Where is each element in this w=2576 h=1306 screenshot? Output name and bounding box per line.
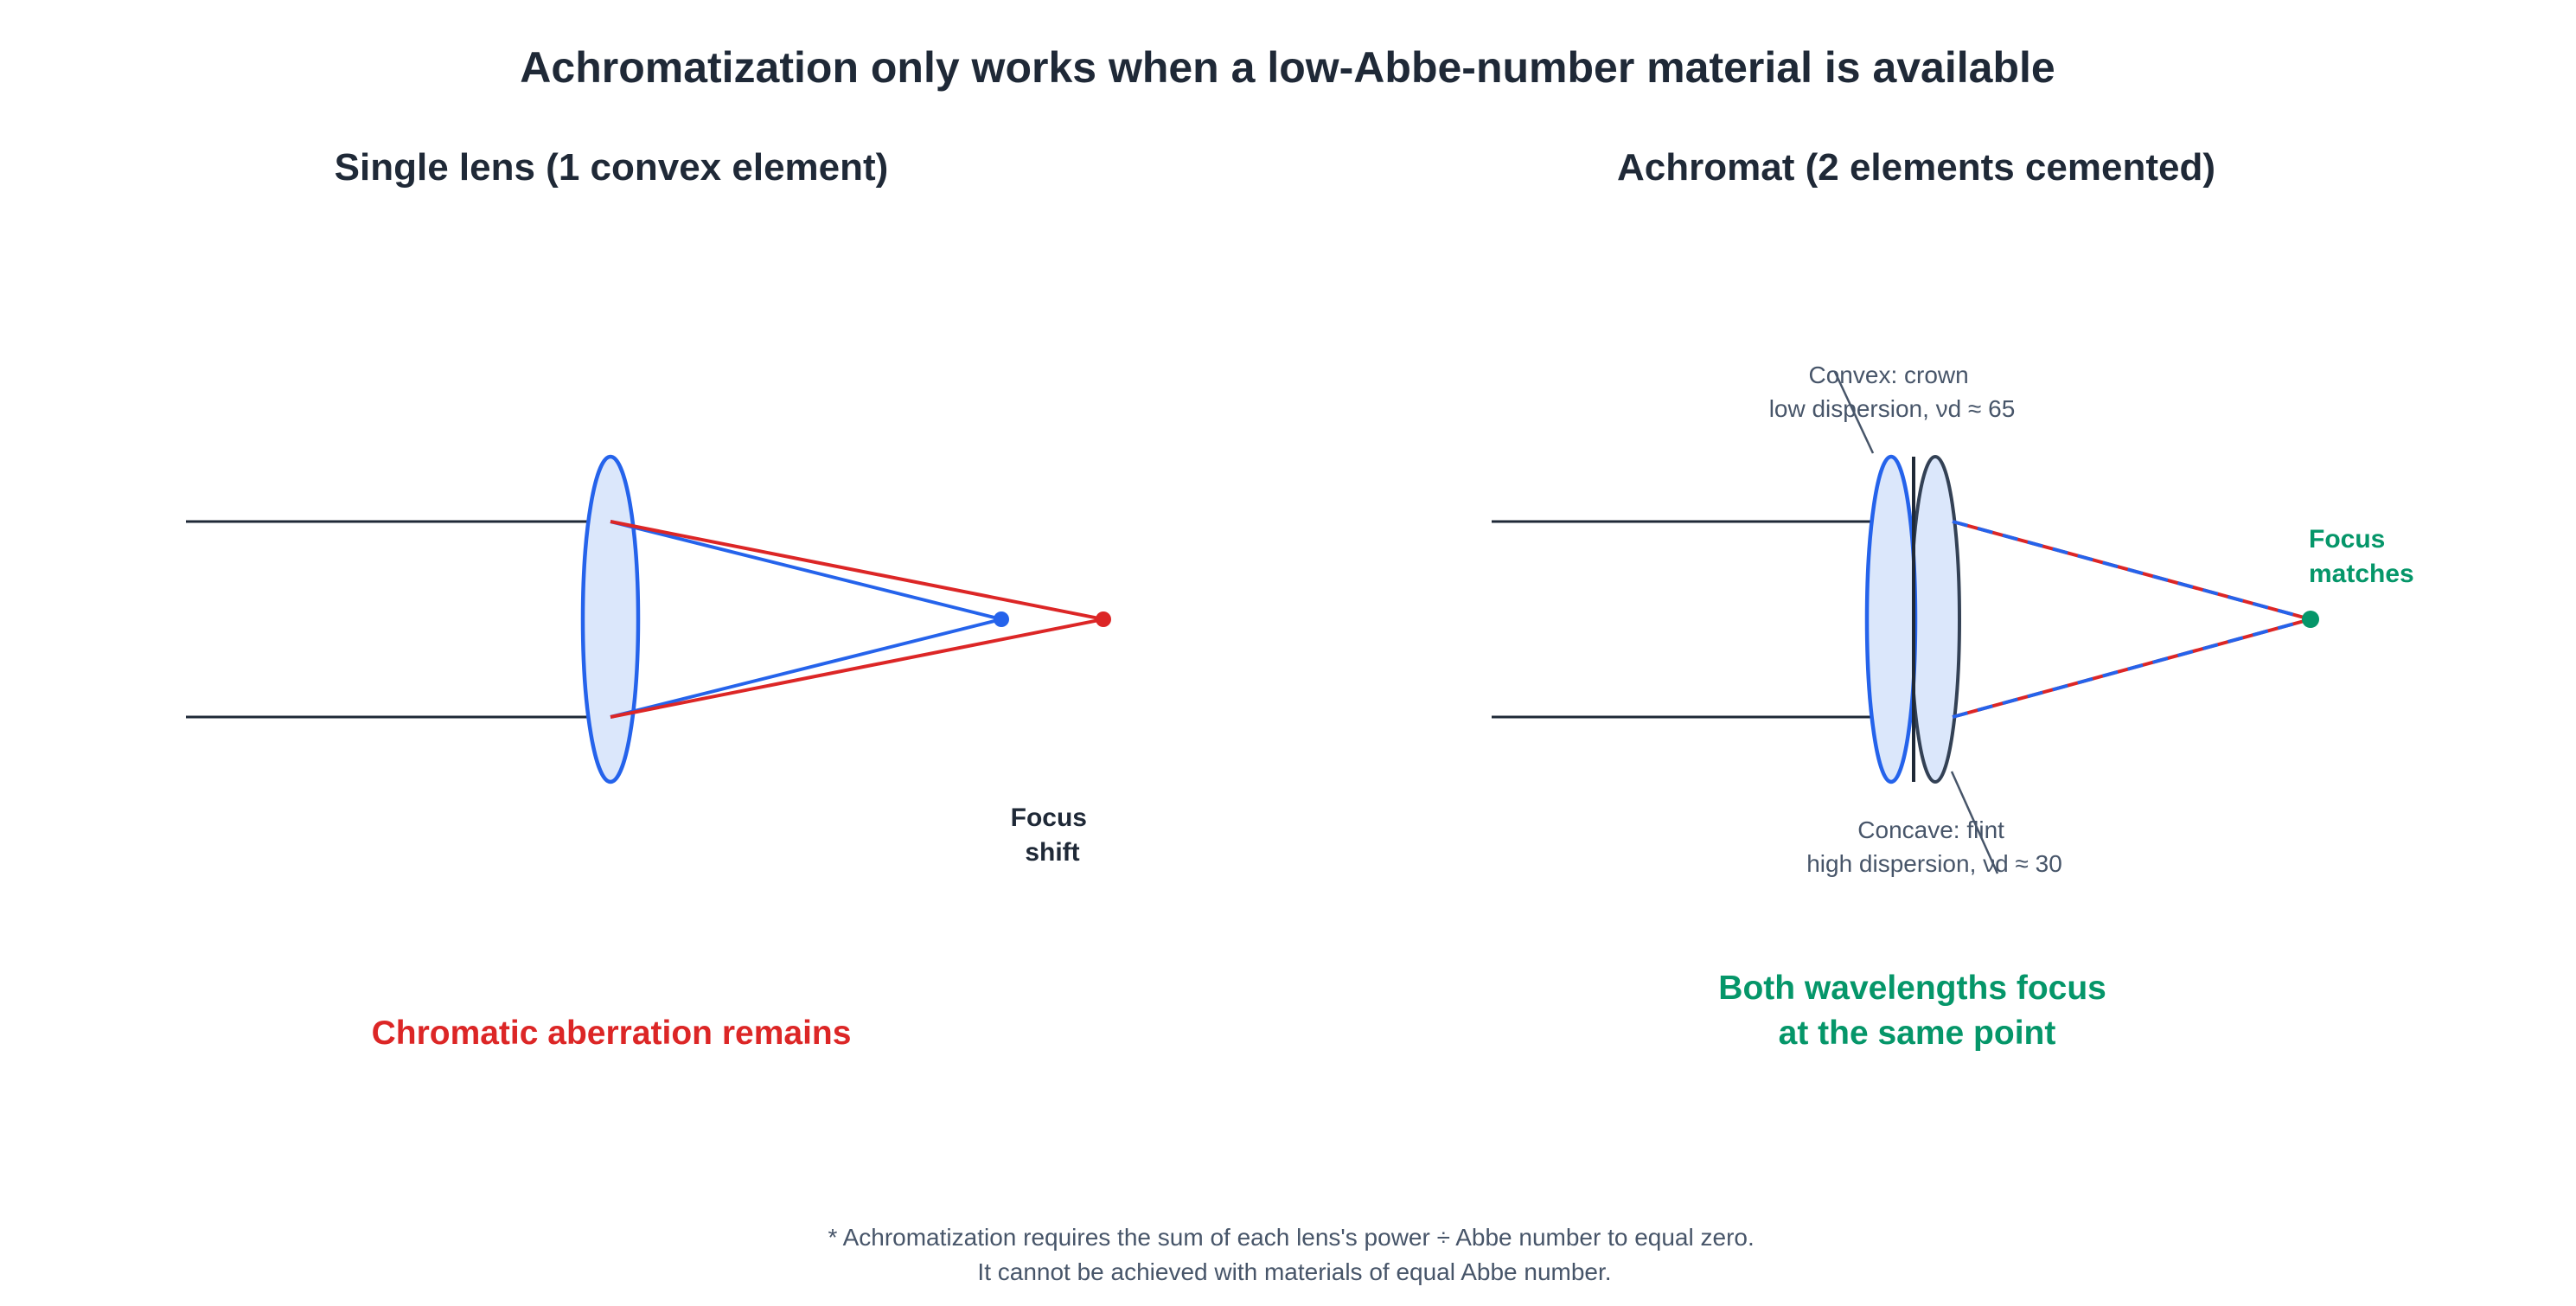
flint-concave-element	[1909, 455, 1961, 784]
focus-matches-line2: matches	[2309, 560, 2414, 588]
footnote-line2: It cannot be achieved with materials of …	[977, 1258, 1611, 1285]
blue-focus-point	[994, 611, 1009, 627]
red-ray-bottom	[610, 618, 1104, 719]
achromat-focus-point	[2302, 611, 2319, 628]
focus-shift-label: Focus shift	[1011, 803, 1095, 867]
right-conclusion: Both wavelengths focus at the same point	[1718, 970, 2115, 1052]
concave-leader-line	[1950, 771, 1999, 874]
blue-ray-top	[610, 520, 1002, 621]
focus-matches-label: Focus matches	[2309, 525, 2414, 588]
convex-lens	[580, 454, 641, 784]
convex-annotation: Convex: crown low dispersion, νd ≈ 65	[1769, 362, 2016, 422]
left-conclusion: Chromatic aberration remains	[372, 1015, 852, 1052]
footnote-line1: * Achromatization requires the sum of ea…	[828, 1224, 1754, 1251]
concave-annotation-line1: Concave: flint	[1857, 816, 2004, 843]
convex-annotation-line1: Convex: crown	[1809, 362, 1969, 388]
crown-convex-element	[1864, 454, 1918, 784]
focus-shift-line1: Focus	[1011, 803, 1087, 832]
right-heading: Achromat (2 elements cemented)	[1617, 146, 2215, 189]
focus-matches-line1: Focus	[2309, 525, 2385, 554]
red-focus-point	[1096, 611, 1111, 627]
single-lens-panel: Focus shift Chromatic aberration remains	[186, 454, 1111, 1052]
right-conclusion-line1: Both wavelengths focus	[1718, 970, 2106, 1007]
footnote: * Achromatization requires the sum of ea…	[828, 1224, 1761, 1285]
main-title: Achromatization only works when a low-Ab…	[520, 43, 2055, 92]
right-conclusion-line2: at the same point	[1779, 1015, 2056, 1052]
achromat-blue-ray-bottom	[1952, 618, 2311, 719]
achromat-panel: Focus matches Convex: crown low dispersi…	[1492, 362, 2414, 1052]
red-ray-top	[610, 520, 1104, 621]
concave-annotation-line2: high dispersion, νd ≈ 30	[1806, 850, 2062, 877]
focus-shift-line2: shift	[1025, 838, 1079, 867]
blue-ray-bottom	[610, 618, 1002, 719]
convex-annotation-line2: low dispersion, νd ≈ 65	[1769, 395, 2016, 422]
achromat-blue-ray-top	[1952, 520, 2311, 621]
concave-annotation: Concave: flint high dispersion, νd ≈ 30	[1806, 816, 2062, 877]
left-heading: Single lens (1 convex element)	[335, 146, 889, 189]
convex-leader-line	[1833, 371, 1875, 454]
